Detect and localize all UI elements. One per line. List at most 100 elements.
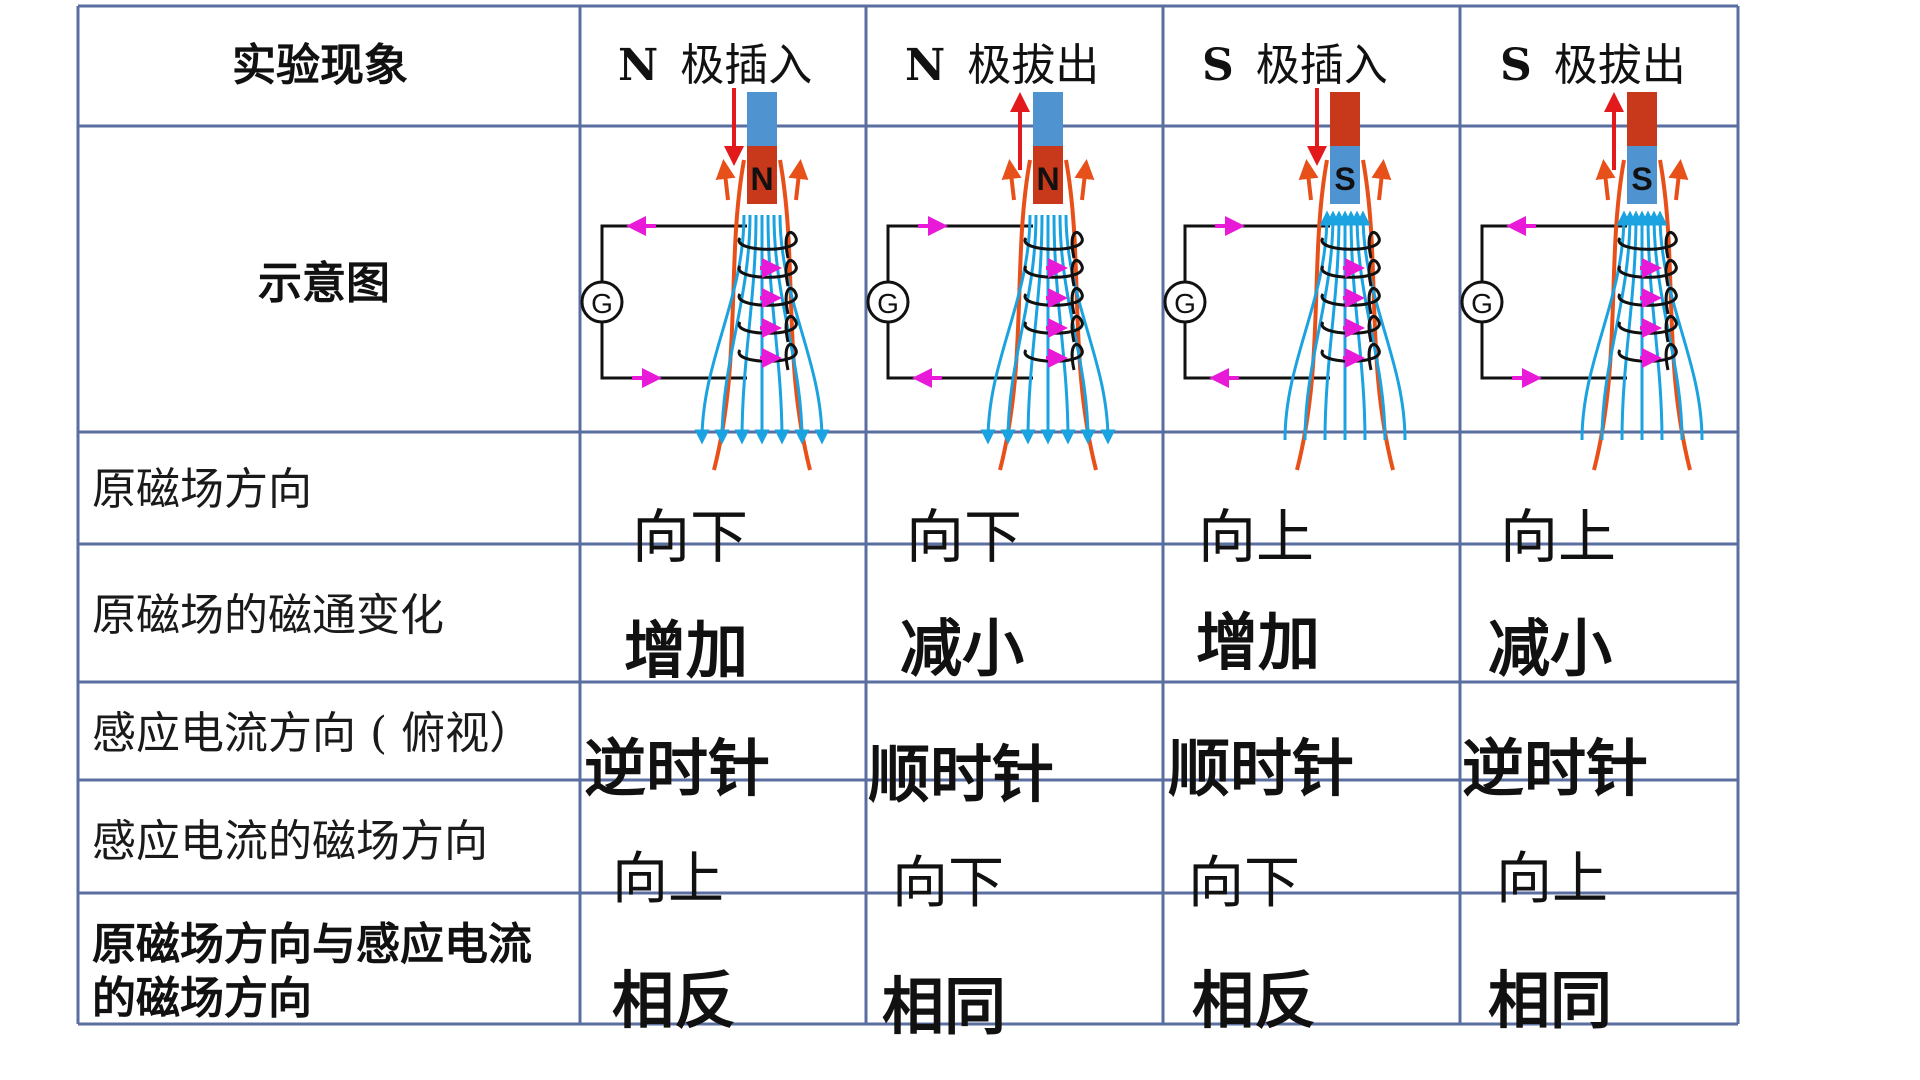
value-r2-c3: 增加	[1196, 606, 1321, 679]
value-r3-c4: 逆时针	[1462, 732, 1649, 805]
galvanometer-icon	[580, 280, 624, 324]
field-line-arrow	[1668, 159, 1689, 201]
coil-loop	[1023, 259, 1084, 287]
magnet-pole-label: N	[1036, 161, 1059, 197]
diagram-row-label: 示意图	[258, 258, 390, 309]
galvanometer-label: G	[591, 288, 613, 319]
coil-loop	[1023, 231, 1084, 259]
coil-loop	[737, 259, 798, 287]
magnet-lower	[1330, 146, 1360, 204]
diagram-2: GN	[866, 92, 1116, 471]
magnet-upper	[1627, 92, 1657, 146]
value-r4-c2: 向下	[892, 851, 1004, 916]
magnet-upper	[747, 92, 777, 146]
coil-loop	[737, 287, 798, 315]
row-label-induced-current-direction: 感应电流方向 ( 俯视）	[92, 708, 534, 759]
row-label-comparison: 原磁场方向与感应电流的磁场方向	[92, 919, 532, 1024]
galvanometer-icon	[1460, 280, 1504, 324]
coil-loop	[737, 315, 798, 343]
header-col-3-pole: S	[1202, 40, 1234, 91]
field-line-blue	[1020, 214, 1044, 445]
coil-loop	[1617, 315, 1678, 343]
value-r1-c4: 向上	[1500, 503, 1617, 571]
magnet-upper	[1330, 92, 1360, 146]
coil-loop	[737, 343, 798, 371]
value-r3-c3: 顺时针	[1168, 732, 1355, 805]
header-col-2-action: 极拔出	[967, 40, 1100, 91]
diagram-1: GN	[580, 88, 830, 471]
diagram-3: GS	[1163, 88, 1407, 471]
coil-loop	[1320, 343, 1381, 371]
field-line-arrow	[1001, 159, 1022, 201]
value-r4-c4: 向上	[1496, 847, 1608, 912]
value-r5-c2: 相同	[882, 970, 1007, 1043]
field-line-blue	[734, 214, 758, 445]
magnet-lower	[747, 146, 777, 204]
value-r4-c1: 向上	[612, 847, 724, 912]
magnet-pole-label: N	[750, 161, 773, 197]
field-line-blue	[778, 214, 830, 445]
magnet-pole-label: S	[1334, 161, 1355, 197]
magnet-pole-label: S	[1631, 161, 1652, 197]
coil-loop	[1023, 343, 1084, 371]
grid-lines	[76, 4, 1740, 1026]
coil-loop	[1023, 315, 1084, 343]
galvanometer-label: G	[1471, 288, 1493, 319]
field-line-arrow	[715, 159, 736, 201]
value-r1-c2: 向下	[906, 503, 1023, 571]
circuit-wire	[886, 224, 1033, 380]
header-col-4-action: 极拔出	[1553, 40, 1686, 91]
field-line-arrow	[788, 159, 809, 201]
value-r2-c2: 减小	[900, 612, 1025, 685]
coil-loop	[1023, 287, 1084, 315]
value-r5-c3: 相反	[1192, 964, 1317, 1037]
field-line-arrow	[1074, 159, 1095, 201]
value-r2-c4: 减小	[1488, 612, 1613, 685]
field-line-blue	[1652, 210, 1704, 441]
field-line-blue	[1355, 210, 1407, 441]
field-line-arrow	[1298, 159, 1319, 201]
coil-loop	[1617, 231, 1678, 259]
magnet-upper	[1033, 92, 1063, 146]
circuit-wire	[1480, 224, 1627, 380]
coil-loop	[737, 231, 798, 259]
header-phenomenon: 实验现象	[232, 40, 408, 91]
coil-loop	[1320, 231, 1381, 259]
row-label-flux-change: 原磁场的磁通变化	[92, 590, 444, 641]
value-r3-c1: 逆时针	[584, 732, 771, 805]
value-r2-c1: 增加	[624, 614, 749, 687]
coil-loop	[1320, 259, 1381, 287]
value-r5-c4: 相同	[1488, 964, 1613, 1037]
header-col-1-pole: N	[618, 40, 659, 91]
galvanometer-icon	[1163, 280, 1207, 324]
field-line-blue	[1064, 214, 1116, 445]
header-col-2-pole: N	[905, 40, 946, 91]
value-r3-c2: 顺时针	[868, 738, 1055, 811]
galvanometer-icon	[866, 280, 910, 324]
galvanometer-label: G	[877, 288, 899, 319]
field-line-arrow	[1371, 159, 1392, 201]
magnet-lower	[1627, 146, 1657, 204]
value-r5-c1: 相反	[612, 964, 737, 1037]
coil-loop	[1617, 343, 1678, 371]
galvanometer-label: G	[1174, 288, 1196, 319]
circuit-wire	[1183, 224, 1330, 380]
value-r1-c3: 向上	[1198, 503, 1315, 571]
coil-loop	[1617, 259, 1678, 287]
diagram-4: GS	[1460, 92, 1704, 471]
magnet-lower	[1033, 146, 1063, 204]
coil-loop	[1320, 315, 1381, 343]
header-col-3-action: 极插入	[1255, 40, 1388, 91]
value-r4-c3: 向下	[1188, 851, 1300, 916]
header-col-4-pole: S	[1500, 40, 1532, 91]
value-r1-c1: 向下	[632, 503, 749, 571]
coil-loop	[1617, 287, 1678, 315]
circuit-wire	[600, 224, 747, 380]
coil-loop	[1320, 287, 1381, 315]
field-line-arrow	[1595, 159, 1616, 201]
row-label-induced-field-direction: 感应电流的磁场方向	[92, 816, 488, 867]
